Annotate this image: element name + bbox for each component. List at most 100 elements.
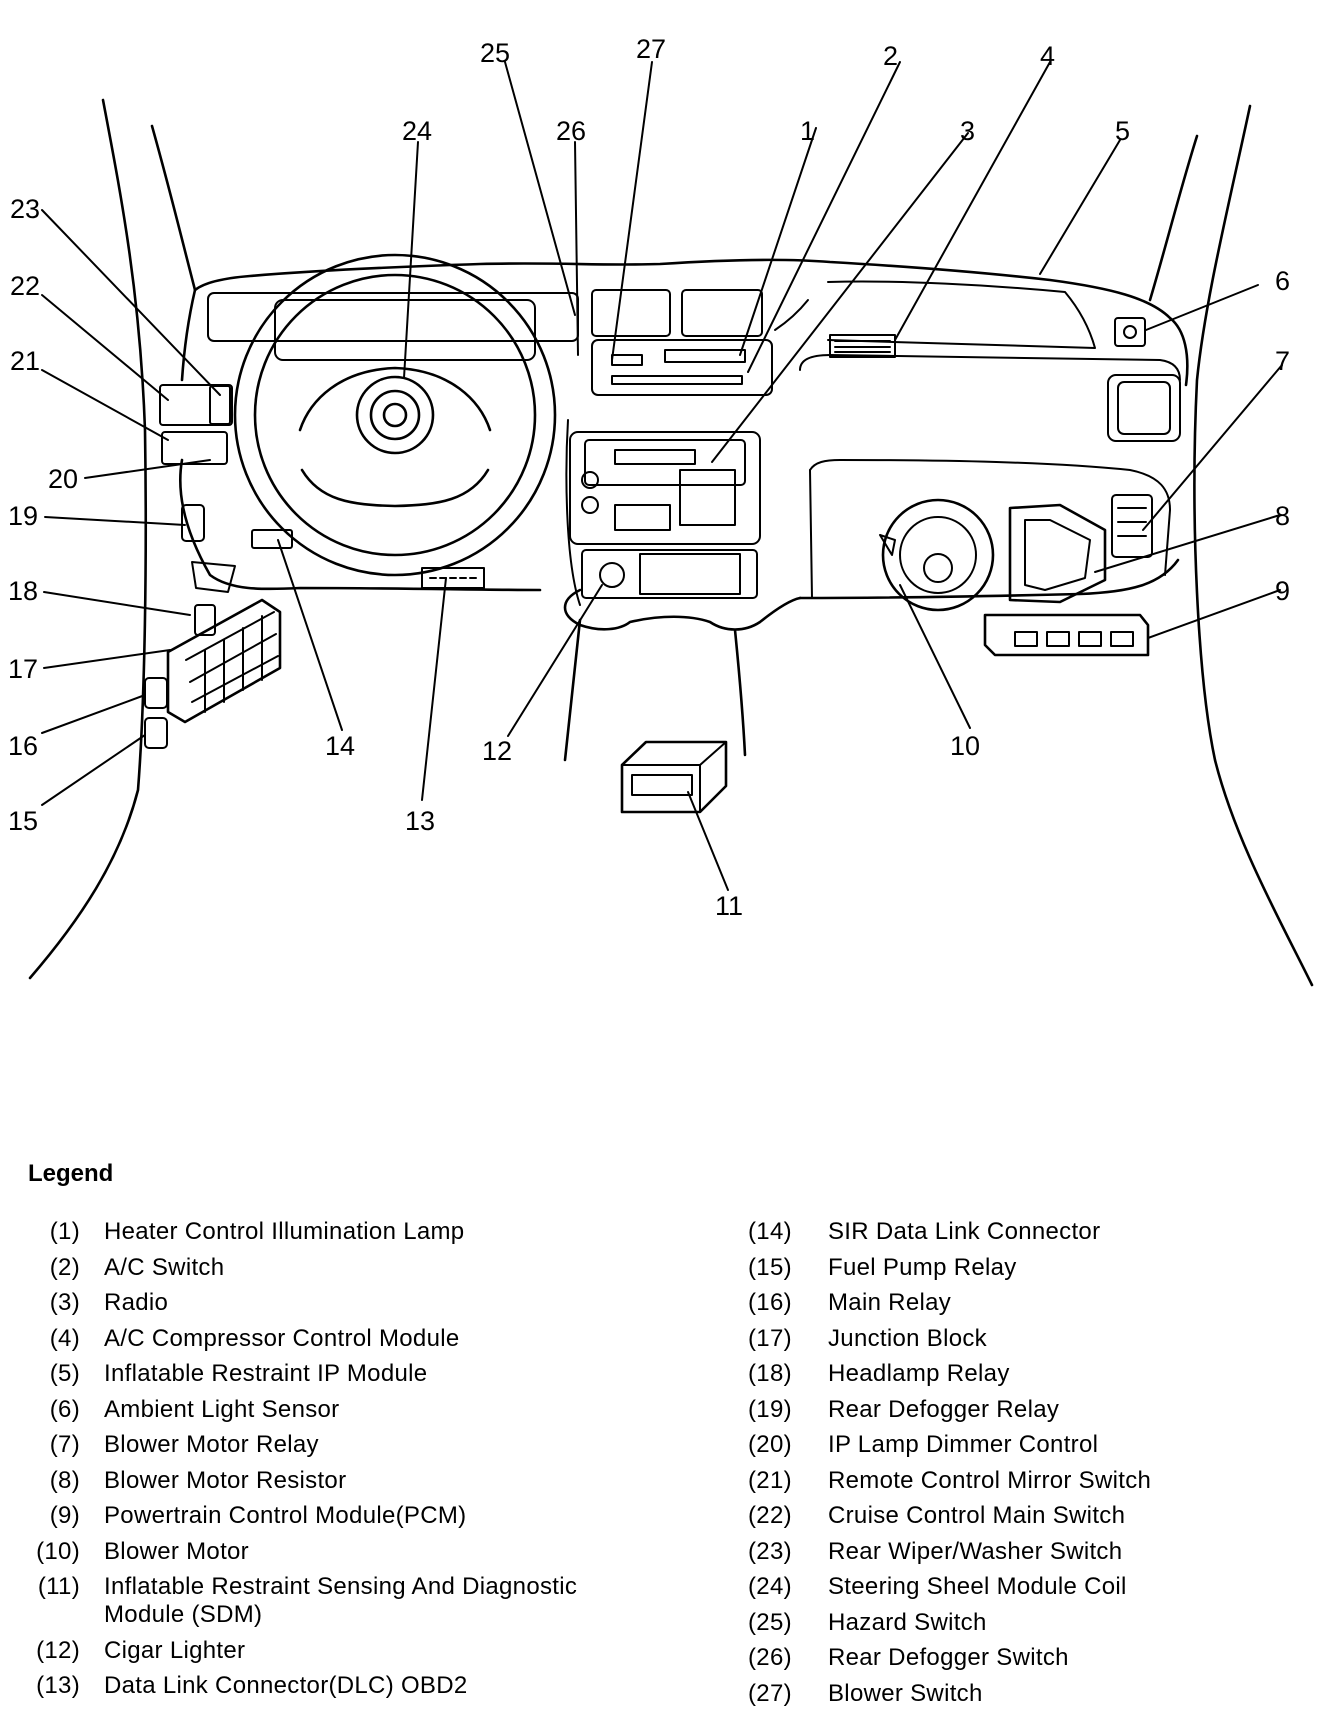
- legend-item: (22) Cruise Control Main Switch: [748, 1502, 1308, 1530]
- legend-item: (19) Rear Defogger Relay: [748, 1396, 1308, 1424]
- legend-item-number: (20): [748, 1431, 792, 1458]
- legend-item-number: (9): [49, 1502, 80, 1529]
- legend-item-label: Radio: [104, 1289, 169, 1316]
- legend-item-label: IP Lamp Dimmer Control: [828, 1431, 1099, 1458]
- legend-item: (6) Ambient Light Sensor: [0, 1396, 690, 1424]
- legend-item-label: Rear Defogger Switch: [828, 1644, 1069, 1671]
- legend-item-number: (17): [748, 1324, 792, 1352]
- legend-item-number: (23): [748, 1537, 792, 1565]
- callout-26: 26: [556, 116, 586, 146]
- legend-item-number: (4): [49, 1324, 80, 1352]
- driver-side-components: [144, 504, 728, 814]
- legend-item: (26)Rear Defogger Switch: [748, 1644, 1308, 1672]
- callout-12: 12: [482, 736, 512, 766]
- callout-13: 13: [405, 806, 435, 836]
- legend-item-label: Ambient Light Sensor: [104, 1395, 340, 1423]
- legend-item-number: (22): [748, 1502, 792, 1529]
- legend-item: (15) Fuel Pump Relay: [748, 1254, 1308, 1282]
- legend-item: (12)Cigar Lighter: [0, 1637, 690, 1665]
- legend-item-label: Main Relay: [828, 1289, 952, 1316]
- legend-item: (16) Main Relay: [748, 1289, 1308, 1317]
- legend-item-label: Inflatable Restraint Sensing And Diagnos…: [104, 1573, 578, 1628]
- legend-item-number: (8): [49, 1466, 80, 1494]
- callout-5: 5: [1115, 116, 1130, 146]
- legend-item: (7) Blower Motor Relay: [0, 1431, 690, 1459]
- callout-21: 21: [10, 346, 40, 376]
- legend-item-number: (24): [748, 1573, 792, 1600]
- legend-title: Legend: [28, 1160, 114, 1187]
- callout-4: 4: [1040, 41, 1055, 71]
- legend-item-number: (21): [748, 1466, 792, 1494]
- legend-item-label: Remote Control Mirror Switch: [828, 1466, 1152, 1494]
- callout-15: 15: [8, 806, 38, 836]
- legend-item-number: (15): [748, 1253, 792, 1281]
- callout-9: 9: [1275, 576, 1290, 606]
- legend-item-number: (2): [49, 1253, 80, 1281]
- legend-item-label: Blower Motor Resistor: [104, 1466, 347, 1494]
- legend-item-number: (5): [49, 1360, 80, 1387]
- legend-item: (21) Remote Control Mirror Switch: [748, 1467, 1308, 1495]
- legend-item: (25) Hazard Switch: [748, 1609, 1308, 1637]
- legend-item: (13)Data Link Connector(DLC) OBD2: [0, 1672, 690, 1700]
- callout-18: 18: [8, 576, 38, 606]
- callout-labels: 1 2 3 4 5 6 7 8 9 10 11 12 13 14 15 16 1…: [8, 34, 1290, 921]
- legend-item: (14)SIR Data Link Connector: [748, 1218, 1308, 1246]
- callout-10: 10: [950, 731, 980, 761]
- callout-23: 23: [10, 194, 40, 224]
- legend-item-number: (25): [748, 1608, 792, 1636]
- legend-column-right: (14)SIR Data Link Connector (15) Fuel Pump…: [748, 1218, 1308, 1715]
- legend-item-number: (10): [36, 1537, 80, 1565]
- steering-wheel: [233, 253, 557, 577]
- legend-column-left: (1)Heater Control Illumination Lamp (2) A/…: [0, 1218, 690, 1708]
- legend-item-label: Cruise Control Main Switch: [828, 1502, 1126, 1529]
- instrument-cluster: [159, 292, 579, 465]
- legend-item-number: (11): [37, 1573, 80, 1600]
- legend-item-label: A/C Compressor Control Module: [104, 1324, 460, 1352]
- legend-item-label: Cigar Lighter: [104, 1636, 246, 1664]
- legend-item: (2) A/C Switch: [0, 1254, 690, 1282]
- legend-item-number: (1): [49, 1218, 80, 1245]
- passenger-side: [799, 280, 1181, 657]
- legend-item-label: Junction Block: [828, 1324, 987, 1352]
- legend-item-number: (7): [49, 1431, 80, 1458]
- legend-item-number: (18): [748, 1360, 792, 1387]
- legend-item-number: (13): [36, 1672, 80, 1699]
- callout-19: 19: [8, 501, 38, 531]
- legend-item-label: Powertrain Control Module(PCM): [104, 1502, 467, 1529]
- body-outline: [28, 98, 1314, 987]
- callout-25: 25: [480, 38, 510, 68]
- legend-item-label: Rear Wiper/Washer Switch: [828, 1537, 1123, 1565]
- legend-item-number: (19): [748, 1395, 792, 1423]
- callout-2: 2: [883, 41, 898, 71]
- legend-item-label: Steering Sheel Module Coil: [828, 1573, 1127, 1600]
- legend-item-label: A/C Switch: [104, 1253, 225, 1281]
- legend-item: (23) Rear Wiper/Washer Switch: [748, 1538, 1308, 1566]
- legend-item: (27) Blower Switch: [748, 1680, 1308, 1708]
- legend-item: (17) Junction Block: [748, 1325, 1308, 1353]
- legend-item-label: Blower Motor Relay: [104, 1431, 319, 1458]
- legend-item-label: Fuel Pump Relay: [828, 1253, 1017, 1281]
- legend-item-label: Blower Switch: [828, 1679, 983, 1707]
- callout-17: 17: [8, 654, 38, 684]
- legend: Legend (1)Heater Control Illumination La…: [0, 1160, 1328, 1716]
- legend-item-number: (3): [49, 1289, 80, 1316]
- callout-27: 27: [636, 34, 666, 64]
- legend-item-label: Inflatable Restraint IP Module: [104, 1360, 428, 1387]
- legend-item-label: Rear Defogger Relay: [828, 1395, 1060, 1423]
- legend-item: (5) Inflatable Restraint IP Module: [0, 1360, 690, 1388]
- callout-22: 22: [10, 271, 40, 301]
- legend-item-number: (27): [748, 1679, 792, 1707]
- legend-item-label: Hazard Switch: [828, 1608, 987, 1636]
- legend-item-label: Blower Motor: [104, 1537, 249, 1565]
- legend-item: (3) Radio: [0, 1289, 690, 1317]
- instrument-panel-diagram: 1 2 3 4 5 6 7 8 9 10 11 12 13 14 15 16 1…: [8, 34, 1314, 987]
- legend-item-number: (16): [748, 1289, 792, 1316]
- legend-item: (1)Heater Control Illumination Lamp: [0, 1218, 690, 1246]
- leader-lines: [41, 61, 1283, 891]
- legend-item: (8) Blower Motor Resistor: [0, 1467, 690, 1495]
- legend-item-number: (6): [49, 1395, 80, 1423]
- legend-item-label: SIR Data Link Connector: [828, 1218, 1101, 1245]
- legend-item: (24) Steering Sheel Module Coil: [748, 1573, 1308, 1601]
- center-stack: [565, 289, 809, 606]
- legend-item: (9) Powertrain Control Module(PCM): [0, 1502, 690, 1530]
